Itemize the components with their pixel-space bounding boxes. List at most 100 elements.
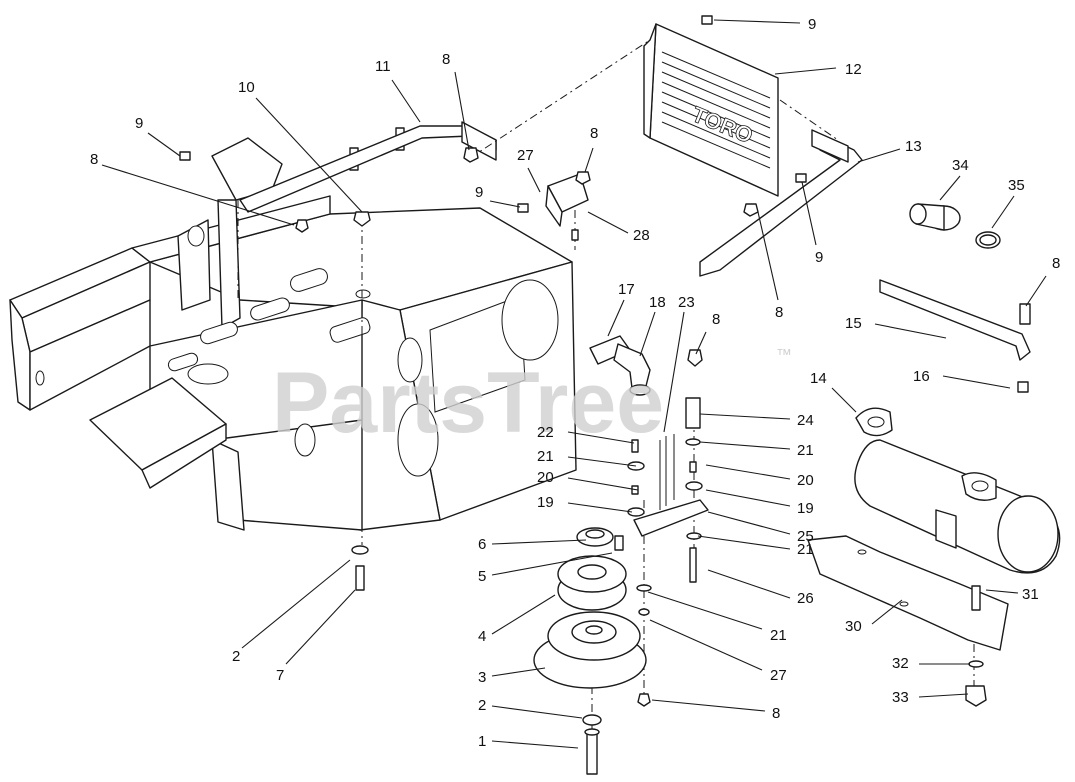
callout-label-c5: 5	[478, 568, 486, 585]
callout-label-c8c: 8	[590, 125, 598, 142]
leader-line-c8f	[1025, 275, 1047, 307]
callout-label-c8b: 8	[442, 51, 450, 68]
watermark: PartsTree ™	[272, 347, 792, 451]
callout-label-c20a: 20	[537, 469, 554, 486]
callout-label-c22: 22	[537, 424, 554, 441]
muffler	[854, 407, 1061, 574]
leader-line-c21a	[567, 456, 637, 467]
chassis-frame	[9, 121, 577, 531]
leader-line-c8a	[101, 164, 295, 226]
callout-label-c26: 26	[797, 590, 814, 607]
callout-label-c12: 12	[845, 61, 862, 78]
leader-line-c19a	[567, 502, 633, 513]
leader-line-c31	[985, 589, 1019, 594]
callout-label-c8a: 8	[90, 151, 98, 168]
callout-label-c8g: 8	[772, 705, 780, 722]
callout-label-c2b: 2	[478, 697, 486, 714]
leader-line-c9b	[489, 200, 521, 208]
callout-label-c30: 30	[845, 618, 862, 635]
watermark-text: PartsTree	[272, 355, 664, 451]
frame-mount-hardware	[351, 211, 371, 591]
callout-label-c9c: 9	[808, 16, 816, 33]
callout-label-c14: 14	[810, 370, 827, 387]
callout-label-c18: 18	[649, 294, 666, 311]
callout-label-c8d: 8	[775, 304, 783, 321]
leader-line-c3	[491, 667, 546, 677]
leader-line-c27a	[527, 167, 541, 193]
spark-arrester	[909, 203, 1001, 249]
leader-line-c1	[491, 740, 579, 749]
callout-label-c13: 13	[905, 138, 922, 155]
callout-label-c15: 15	[845, 315, 862, 332]
callout-label-c24: 24	[797, 412, 814, 429]
muffler-heat-shield	[807, 535, 1009, 707]
leader-line-c21b	[699, 441, 791, 450]
heat-shield-plate: TORO	[643, 23, 779, 197]
leader-line-c16	[942, 375, 1011, 389]
leader-line-c22	[567, 431, 635, 444]
callout-label-c21c: 21	[797, 541, 814, 558]
leader-line-c14	[831, 387, 857, 413]
leader-line-c2b	[491, 705, 583, 719]
callout-label-c9b: 9	[475, 184, 483, 201]
callout-label-c31: 31	[1022, 586, 1039, 603]
vent-slots	[661, 51, 771, 169]
leader-line-c5	[491, 552, 613, 576]
callout-label-c21d: 21	[770, 627, 787, 644]
leader-line-c11	[391, 79, 421, 123]
small-hardware	[179, 15, 807, 233]
watermark-trademark: ™	[776, 347, 792, 364]
leader-line-c35	[991, 195, 1015, 229]
leader-line-c9d	[801, 181, 817, 246]
leader-line-c19b	[705, 489, 791, 507]
leader-line-c8d	[757, 211, 779, 301]
callout-label-c35: 35	[1008, 177, 1025, 194]
leader-line-c12	[774, 67, 837, 75]
leader-line-c8e	[695, 331, 707, 355]
leader-line-c9c	[713, 19, 801, 24]
leader-line-c10	[255, 97, 363, 213]
rear-support-bar	[699, 129, 863, 277]
callout-label-c11: 11	[375, 58, 391, 75]
callout-label-c27b: 27	[770, 667, 787, 684]
callout-label-c17: 17	[618, 281, 635, 298]
callout-label-c21b: 21	[797, 442, 814, 459]
leader-line-c34	[939, 175, 961, 201]
callout-label-c8e: 8	[712, 311, 720, 328]
leader-line-c33	[918, 693, 969, 698]
leader-line-c13	[857, 148, 901, 163]
callout-label-c10: 10	[238, 79, 255, 96]
callout-label-c3: 3	[478, 669, 486, 686]
leader-line-c27b	[649, 619, 763, 671]
callout-label-c25: 25	[797, 528, 814, 545]
callout-label-c19b: 19	[797, 500, 814, 517]
callout-label-c7: 7	[276, 667, 284, 684]
leader-line-c25	[707, 511, 791, 535]
fuel-fittings	[589, 335, 651, 396]
leader-line-c26	[707, 569, 791, 599]
leader-line-c20a	[567, 477, 639, 491]
callout-label-c19a: 19	[537, 494, 554, 511]
leader-line-c6	[491, 539, 587, 545]
callout-label-c9a: 9	[135, 115, 143, 132]
callout-label-c6: 6	[478, 536, 486, 553]
leader-line-c9a	[147, 132, 181, 157]
callout-label-c20b: 20	[797, 472, 814, 489]
leader-line-c24	[699, 413, 791, 420]
callout-label-c8f: 8	[1052, 255, 1060, 272]
leader-line-c8c	[584, 147, 594, 173]
leader-line-c20b	[705, 464, 791, 480]
leader-line-c17	[607, 299, 625, 337]
leader-line-c2a	[241, 559, 351, 649]
muffler-strap	[879, 279, 1031, 393]
leader-line-c18	[639, 311, 656, 357]
leader-line-c8b	[454, 71, 470, 151]
leader-lines	[101, 19, 1047, 749]
leader-line-c8g	[651, 699, 766, 712]
callout-label-c33: 33	[892, 689, 909, 706]
leader-line-c23	[663, 311, 685, 433]
leader-line-c28	[587, 211, 629, 234]
leader-line-c21c	[697, 535, 791, 550]
